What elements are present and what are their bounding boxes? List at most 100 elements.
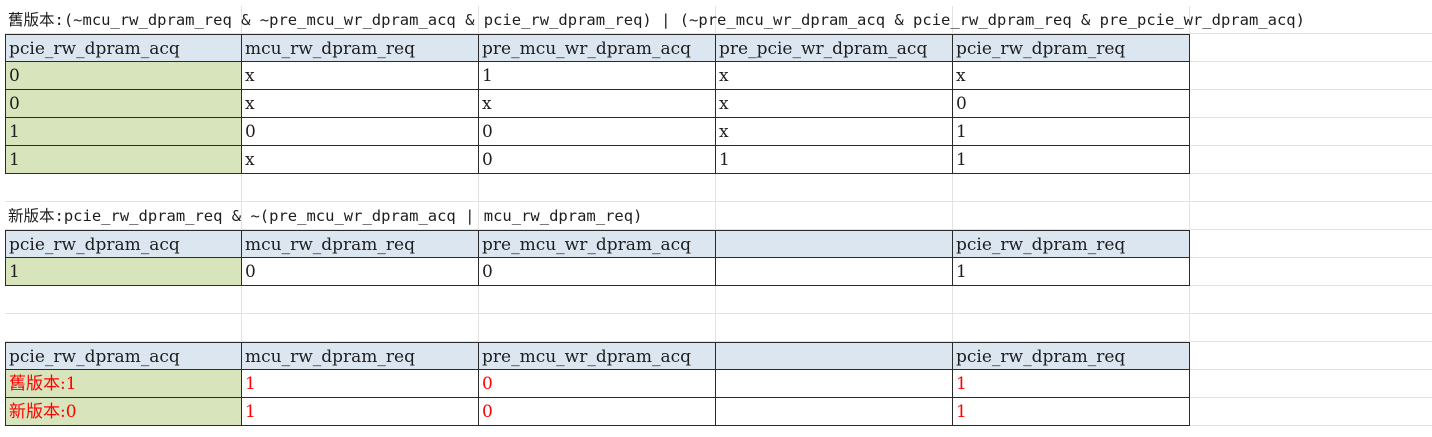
table1-cell[interactable]: 0	[5, 90, 242, 118]
table3-cell[interactable]	[716, 398, 953, 426]
cell[interactable]	[716, 286, 953, 314]
cell[interactable]	[953, 202, 1190, 230]
table1-header-cell[interactable]: pre_mcu_wr_dpram_acq	[479, 34, 716, 62]
cell[interactable]	[1190, 314, 1432, 342]
cell[interactable]	[1190, 342, 1432, 370]
table1-cell[interactable]: x	[716, 118, 953, 146]
cell[interactable]	[716, 6, 953, 34]
table2-header-cell[interactable]: pre_mcu_wr_dpram_acq	[479, 230, 716, 258]
table1-cell[interactable]: x	[716, 90, 953, 118]
cell[interactable]	[5, 202, 242, 230]
cell[interactable]	[1190, 90, 1432, 118]
cell[interactable]	[479, 286, 716, 314]
table1-cell[interactable]: 1	[953, 118, 1190, 146]
cell[interactable]	[1190, 174, 1432, 202]
cell[interactable]	[5, 6, 242, 34]
table1-cell[interactable]: 0	[242, 118, 479, 146]
table1-cell[interactable]: 0	[5, 62, 242, 90]
table2-header-cell[interactable]: pcie_rw_dpram_req	[953, 230, 1190, 258]
table2-header-cell[interactable]	[716, 230, 953, 258]
sheet-row	[0, 174, 1432, 202]
cell[interactable]	[1190, 230, 1432, 258]
table3-cell[interactable]: 1	[242, 398, 479, 426]
cell[interactable]	[1190, 370, 1432, 398]
cell[interactable]	[1190, 202, 1432, 230]
table2-cell[interactable]	[716, 258, 953, 286]
cell[interactable]	[716, 202, 953, 230]
cell[interactable]	[1190, 286, 1432, 314]
table1-cell[interactable]: x	[242, 146, 479, 174]
table2-header-row: pcie_rw_dpram_acq mcu_rw_dpram_req pre_m…	[0, 230, 1432, 258]
sheet-row	[0, 286, 1432, 314]
cell[interactable]	[953, 6, 1190, 34]
cell[interactable]	[1190, 146, 1432, 174]
cell[interactable]	[1190, 34, 1432, 62]
cell[interactable]	[242, 202, 479, 230]
cell[interactable]	[1190, 258, 1432, 286]
cell[interactable]	[1190, 398, 1432, 426]
table1-cell[interactable]: x	[953, 62, 1190, 90]
table2-cell[interactable]: 0	[479, 258, 716, 286]
table1-header-cell[interactable]: pcie_rw_dpram_acq	[5, 34, 242, 62]
new-formula-text[interactable]: 新版本:pcie_rw_dpram_req & ~(pre_mcu_wr_dpr…	[8, 207, 643, 225]
cell[interactable]	[1190, 6, 1432, 34]
table1-cell[interactable]: x	[479, 90, 716, 118]
table1-cell[interactable]: 1	[5, 146, 242, 174]
table1-cell[interactable]: 1	[479, 62, 716, 90]
table1-cell[interactable]: 0	[479, 146, 716, 174]
cell[interactable]	[242, 6, 479, 34]
table1-cell[interactable]: x	[242, 62, 479, 90]
cell[interactable]	[716, 174, 953, 202]
table3-header-cell[interactable]: mcu_rw_dpram_req	[242, 342, 479, 370]
table1-header-cell[interactable]: pre_pcie_wr_dpram_acq	[716, 34, 953, 62]
cell[interactable]	[953, 286, 1190, 314]
cell[interactable]	[1190, 118, 1432, 146]
table1-cell[interactable]: x	[242, 90, 479, 118]
cell[interactable]	[479, 6, 716, 34]
table3-cell[interactable]: 新版本:0	[5, 398, 242, 426]
cell[interactable]	[242, 286, 479, 314]
table1-cell[interactable]: 0	[479, 118, 716, 146]
cell[interactable]	[5, 314, 242, 342]
cell[interactable]	[953, 314, 1190, 342]
table1-cell[interactable]: 1	[953, 146, 1190, 174]
table1-row: 1 x 0 1 1	[0, 146, 1432, 174]
table3-cell[interactable]: 0	[479, 370, 716, 398]
table2-row: 1 0 0 1	[0, 258, 1432, 286]
cell[interactable]	[479, 314, 716, 342]
table3-header-cell[interactable]: pcie_rw_dpram_req	[953, 342, 1190, 370]
sheet-row	[0, 6, 1432, 34]
cell[interactable]	[5, 286, 242, 314]
table3-cell[interactable]: 1	[953, 370, 1190, 398]
table3-cell[interactable]: 舊版本:1	[5, 370, 242, 398]
table1-cell[interactable]: 1	[716, 146, 953, 174]
table3-header-cell[interactable]	[716, 342, 953, 370]
table1-row: 1 0 0 x 1	[0, 118, 1432, 146]
table1-cell[interactable]: 1	[5, 118, 242, 146]
table2-header-cell[interactable]: mcu_rw_dpram_req	[242, 230, 479, 258]
cell[interactable]	[5, 174, 242, 202]
table3-header-cell[interactable]: pcie_rw_dpram_acq	[5, 342, 242, 370]
table3-cell[interactable]: 1	[242, 370, 479, 398]
table1-header-cell[interactable]: pcie_rw_dpram_req	[953, 34, 1190, 62]
table3-cell[interactable]	[716, 370, 953, 398]
table1-header-cell[interactable]: mcu_rw_dpram_req	[242, 34, 479, 62]
cell[interactable]	[953, 174, 1190, 202]
table1-cell[interactable]: 0	[953, 90, 1190, 118]
cell[interactable]	[242, 314, 479, 342]
cell[interactable]	[1190, 62, 1432, 90]
table1-cell[interactable]: x	[716, 62, 953, 90]
cell[interactable]	[716, 314, 953, 342]
table2-header-cell[interactable]: pcie_rw_dpram_acq	[5, 230, 242, 258]
cell[interactable]	[479, 174, 716, 202]
table2-cell[interactable]: 1	[953, 258, 1190, 286]
table3-cell[interactable]: 0	[479, 398, 716, 426]
old-formula-text[interactable]: 舊版本:(~mcu_rw_dpram_req & ~pre_mcu_wr_dpr…	[8, 11, 1305, 29]
cell[interactable]	[242, 174, 479, 202]
table3-cell[interactable]: 1	[953, 398, 1190, 426]
table3-header-cell[interactable]: pre_mcu_wr_dpram_acq	[479, 342, 716, 370]
table2-cell[interactable]: 1	[5, 258, 242, 286]
table1-row: 0 x x x 0	[0, 90, 1432, 118]
table2-cell[interactable]: 0	[242, 258, 479, 286]
cell[interactable]	[479, 202, 716, 230]
